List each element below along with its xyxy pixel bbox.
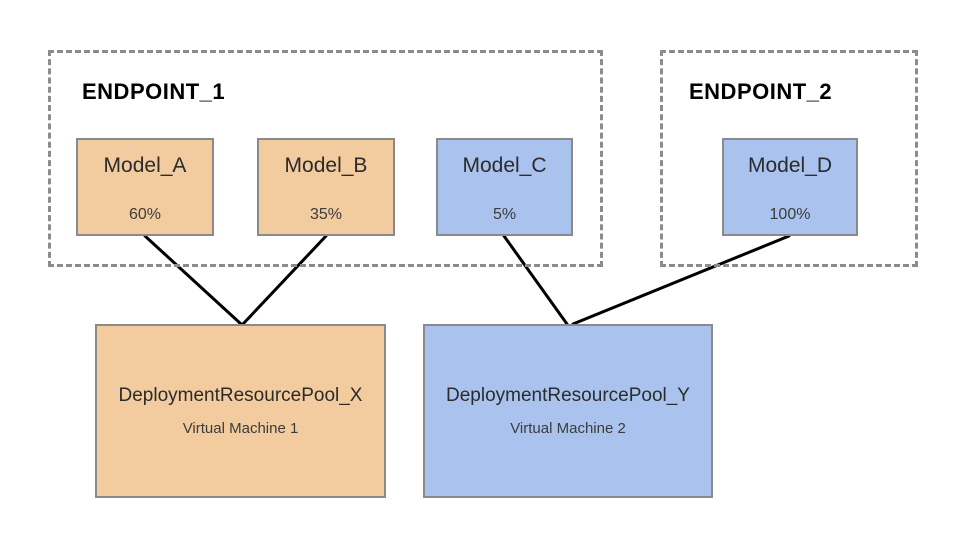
- model-b-box: Model_B 35%: [257, 138, 395, 236]
- model-a-name: Model_A: [103, 154, 187, 177]
- pool-y-machine: Virtual Machine 2: [510, 420, 626, 437]
- deployment-resource-pool-x-box: DeploymentResourcePool_X Virtual Machine…: [95, 324, 386, 498]
- endpoint-1-label: ENDPOINT_1: [82, 79, 226, 104]
- model-a-traffic-percentage: 60%: [128, 206, 162, 223]
- model-b-name: Model_B: [284, 154, 368, 177]
- endpoint-2-label: ENDPOINT_2: [689, 79, 833, 104]
- model-b-traffic-percentage: 35%: [309, 206, 343, 223]
- endpoint-2-container: ENDPOINT_2: [660, 50, 918, 267]
- pool-x-machine: Virtual Machine 1: [182, 420, 299, 437]
- model-c-box: Model_C 5%: [436, 138, 573, 236]
- model-c-traffic-percentage: 5%: [492, 206, 517, 223]
- model-a-box: Model_A 60%: [76, 138, 214, 236]
- model-d-traffic-percentage: 100%: [769, 206, 811, 223]
- pool-x-name: DeploymentResourcePool_X: [118, 385, 363, 406]
- model-d-box: Model_D 100%: [722, 138, 858, 236]
- endpoint-1-container: ENDPOINT_1: [48, 50, 603, 267]
- pool-y-name: DeploymentResourcePool_Y: [446, 385, 690, 406]
- deployment-resource-pool-y-box: DeploymentResourcePool_Y Virtual Machine…: [423, 324, 713, 498]
- model-c-name: Model_C: [462, 154, 547, 177]
- model-d-name: Model_D: [747, 154, 833, 177]
